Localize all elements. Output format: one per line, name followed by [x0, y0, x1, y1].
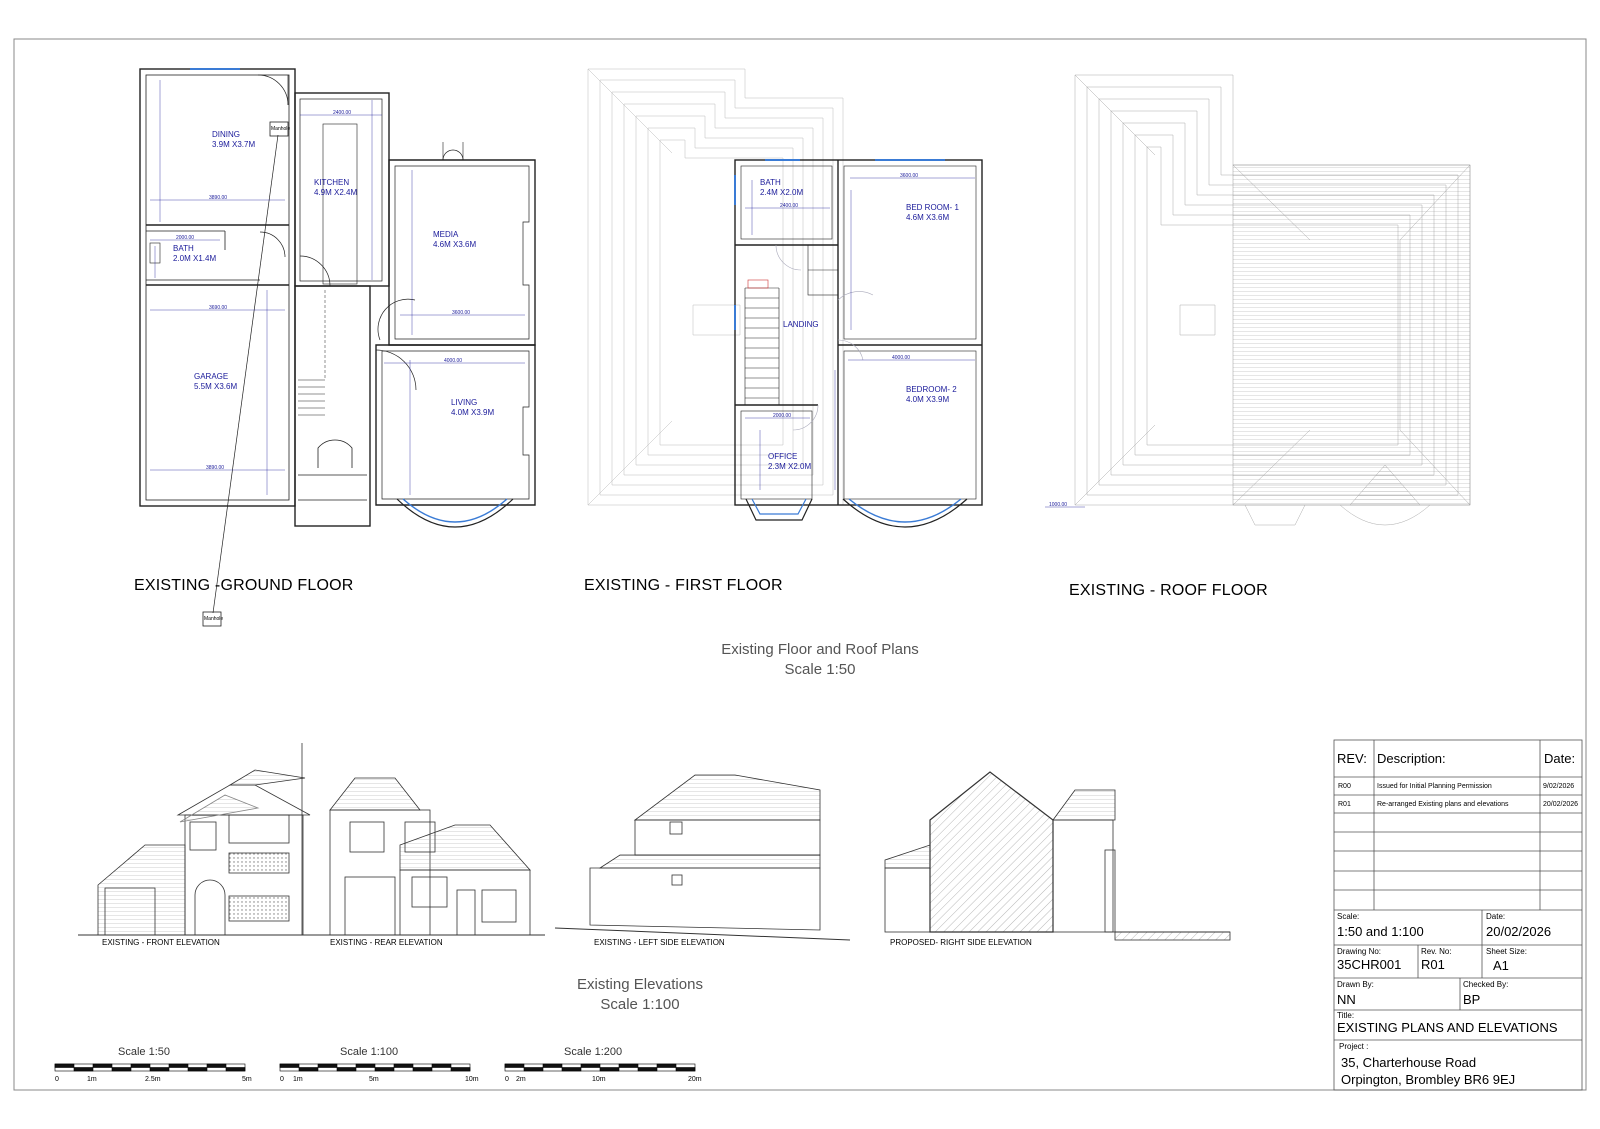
right-side-elevation [884, 771, 1231, 941]
scale-bar-title: Scale 1:200 [564, 1046, 623, 1058]
scale-bar-tick: 1m [87, 1076, 97, 1083]
first-floor-title: EXISTING - FIRST FLOOR [584, 577, 783, 594]
scale-label: Scale: [1337, 912, 1360, 921]
rev-no-value: R01 [1421, 957, 1445, 972]
elevations-caption: Existing Elevations Scale 1:100 [520, 975, 760, 1015]
first-floor-plan [587, 68, 983, 528]
plans-caption-title: Existing Floor and Roof Plans [721, 641, 919, 658]
checked-by-label: Checked By: [1463, 980, 1509, 989]
scale-bar-tick: 10m [465, 1076, 479, 1083]
dim-label: 2000.00 [176, 235, 195, 241]
dim-label: 3690.00 [209, 305, 228, 311]
dim-label: 4000.00 [444, 358, 463, 364]
drawing-no-label: Drawing No: [1337, 947, 1382, 956]
drawing-title: EXISTING PLANS AND ELEVATIONS [1337, 1020, 1558, 1035]
front-elevation-label: EXISTING - FRONT ELEVATION [102, 938, 220, 947]
scale-bar-title: Scale 1:50 [118, 1046, 170, 1058]
dim-label: 2400.00 [333, 110, 352, 116]
scale-bar-tick: 2m [516, 1076, 526, 1083]
dim-label: 1000.00 [1049, 502, 1068, 508]
date-value: 20/02/2026 [1486, 924, 1552, 939]
scale-bar-tick: 20m [688, 1076, 702, 1083]
drawn-by-label: Drawn By: [1337, 980, 1374, 989]
rev-header: REV: [1337, 751, 1367, 766]
ground-floor-plan [139, 68, 536, 627]
right-elevation-label: PROPOSED- RIGHT SIDE ELEVATION [890, 938, 1032, 947]
revision-desc: Re-arranged Existing plans and elevation… [1377, 801, 1509, 808]
manhole-label-top: Manhole [271, 126, 291, 132]
elevations-caption-scale: Scale 1:100 [600, 996, 680, 1013]
plans-caption: Existing Floor and Roof Plans Scale 1:50 [700, 640, 940, 680]
room-label-landing: LANDING [783, 320, 819, 329]
revision-rev: R00 [1338, 783, 1351, 790]
scale-bar-tick: 1m [293, 1076, 303, 1083]
left-elevation-label: EXISTING - LEFT SIDE ELEVATION [594, 938, 725, 947]
roof-plan [1045, 74, 1471, 526]
rev-no-label: Rev. No: [1421, 947, 1452, 956]
revision-desc: Issued for Initial Planning Permission [1377, 783, 1492, 790]
scale-bar-title: Scale 1:100 [340, 1046, 399, 1058]
dim-label: 3600.00 [452, 310, 471, 316]
date-header: Date: [1544, 751, 1576, 766]
scale-bar-tick: 0 [55, 1076, 59, 1083]
rear-elevation [329, 777, 531, 936]
manhole-label-bottom: Manhole [204, 616, 224, 622]
drawn-by-value: NN [1337, 992, 1356, 1007]
elevations-caption-title: Existing Elevations [577, 976, 703, 993]
dim-label: 2400.00 [780, 203, 799, 209]
dim-label: 3600.00 [900, 173, 919, 179]
scale-bar-tick: 5m [242, 1076, 252, 1083]
project-label: Project : [1339, 1042, 1369, 1051]
rear-elevation-label: EXISTING - REAR ELEVATION [330, 938, 443, 947]
sheet-size-label: Sheet Size: [1486, 947, 1527, 956]
front-elevation [78, 743, 545, 936]
scale-bar-tick: 10m [592, 1076, 606, 1083]
dim-label: 3890.00 [206, 465, 225, 471]
sheet-border [13, 38, 1587, 1091]
scale-bars [54, 1063, 696, 1072]
checked-by-value: BP [1463, 992, 1481, 1007]
dim-label: 3890.00 [209, 195, 228, 201]
description-header: Description: [1377, 751, 1446, 766]
drawing-no-value: 35CHR001 [1337, 957, 1402, 972]
scale-bar-tick: 2.5m [145, 1076, 161, 1083]
title-block [1333, 739, 1583, 1091]
roof-floor-title: EXISTING - ROOF FLOOR [1069, 582, 1268, 599]
scale-value: 1:50 and 1:100 [1337, 924, 1424, 939]
scale-bar-tick: 0 [505, 1076, 509, 1083]
revision-date: 20/02/2026 [1543, 801, 1579, 808]
scale-bar-tick: 0 [280, 1076, 284, 1083]
ground-floor-title: EXISTING -GROUND FLOOR [134, 577, 354, 594]
revision-rev: R01 [1338, 801, 1351, 808]
project-address-line2: Orpington, Brombley BR6 9EJ [1341, 1072, 1516, 1087]
revision-date: 9/02/2026 [1543, 783, 1575, 790]
dim-label: 2000.00 [773, 413, 792, 419]
date-label: Date: [1486, 912, 1506, 921]
dim-label: 4000.00 [892, 355, 911, 361]
title-label: Title: [1337, 1011, 1355, 1020]
plans-caption-scale: Scale 1:50 [784, 661, 856, 678]
scale-bar-tick: 5m [369, 1076, 379, 1083]
project-address-line1: 35, Charterhouse Road [1341, 1055, 1477, 1070]
left-side-elevation [554, 774, 851, 941]
sheet-size-value: A1 [1493, 958, 1509, 973]
